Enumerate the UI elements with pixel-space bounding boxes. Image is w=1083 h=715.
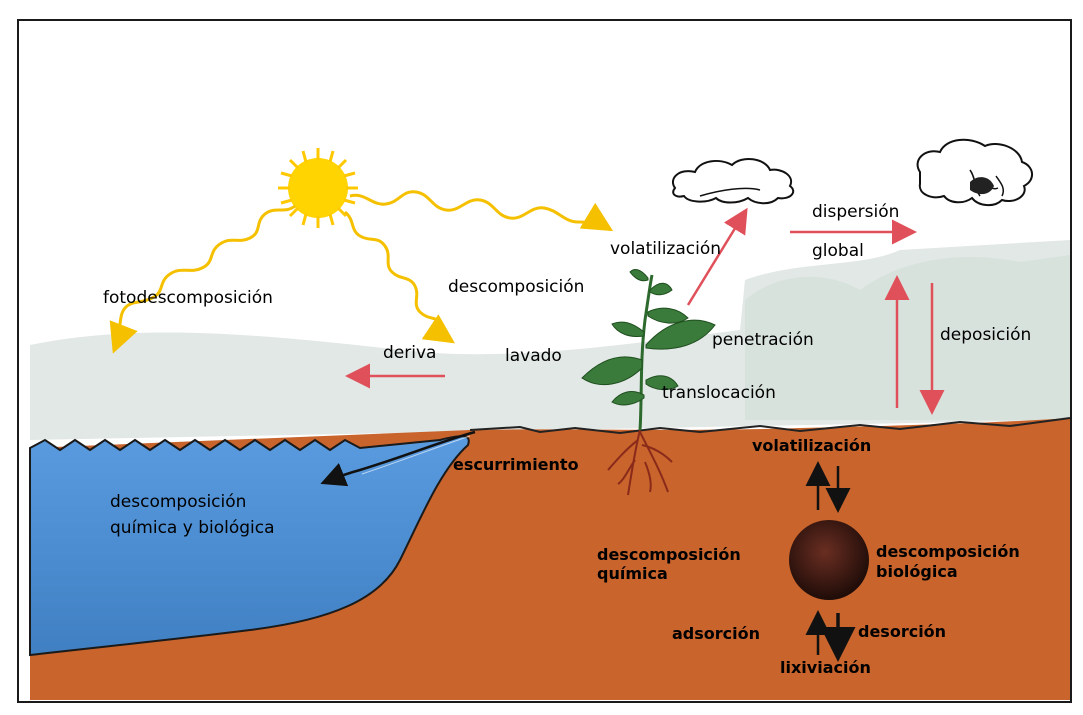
label-lavado: lavado bbox=[505, 346, 562, 366]
label-penetracion: penetración bbox=[712, 330, 814, 350]
label-deriva: deriva bbox=[383, 343, 436, 363]
label-volatilizacion-suelo: volatilización bbox=[752, 436, 871, 456]
label-desc-biologica-1: descomposición bbox=[876, 542, 1020, 562]
label-global: global bbox=[812, 241, 864, 261]
label-escurrimiento: escurrimiento bbox=[453, 455, 579, 475]
label-lixiviacion: lixiviación bbox=[780, 658, 871, 678]
sun-icon bbox=[278, 148, 358, 228]
label-desorcion: desorción bbox=[858, 622, 946, 642]
label-descomposicion-planta: descomposición bbox=[448, 277, 584, 297]
label-desc-biologica-2: biológica bbox=[876, 562, 958, 582]
label-translocacion: translocación bbox=[662, 383, 776, 403]
label-dispersion: dispersión bbox=[812, 202, 899, 222]
label-fotodescomposicion: fotodescomposición bbox=[103, 288, 273, 308]
label-agua-quimica-biologica: química y biológica bbox=[110, 518, 275, 538]
label-adsorcion: adsorción bbox=[672, 624, 760, 644]
label-desc-quimica-1: descomposición bbox=[597, 545, 741, 565]
label-desc-quimica-2: química bbox=[597, 564, 668, 584]
label-agua-descomposicion: descomposición bbox=[110, 492, 246, 512]
label-volatilizacion-aire: volatilización bbox=[610, 239, 721, 259]
pesticide-sphere-icon bbox=[789, 520, 869, 600]
label-deposicion: deposición bbox=[940, 325, 1031, 345]
